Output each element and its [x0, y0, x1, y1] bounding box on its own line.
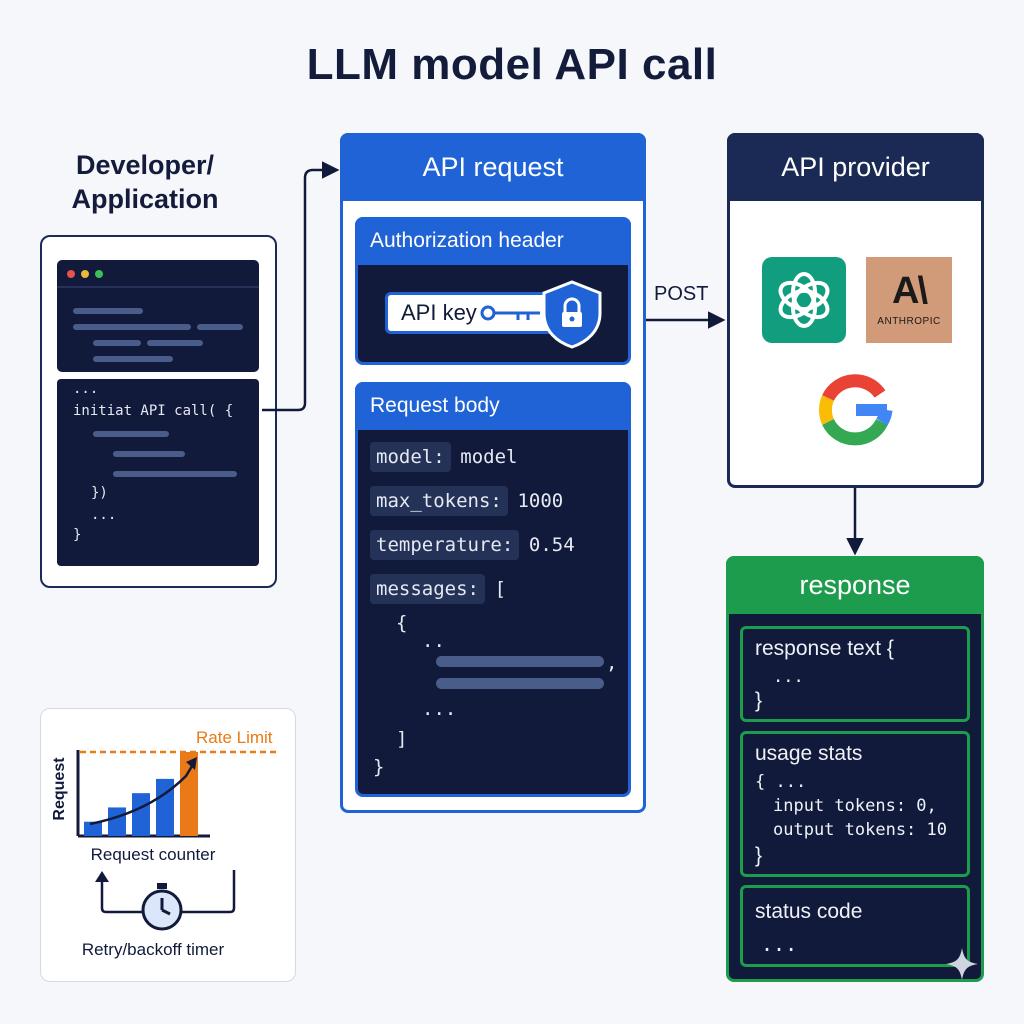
placeholder-line [113, 471, 237, 477]
status-code-dots: ... [761, 932, 798, 956]
response-text-close: } [755, 689, 763, 712]
field-value: [ [494, 578, 507, 600]
key-icon [480, 305, 540, 321]
code-line: ... [91, 507, 117, 523]
loop-line-right [182, 870, 236, 914]
stopwatch-icon [141, 883, 183, 931]
request-bar [156, 778, 174, 836]
body-brace-close: } [373, 756, 385, 778]
placeholder-line [197, 324, 243, 330]
authorization-header-title: Authorization header [355, 217, 631, 265]
anthropic-wordmark: ANTHROPIC [877, 316, 941, 327]
response-text-box: response text { ... } [740, 626, 970, 722]
placeholder-line [93, 356, 173, 362]
trend-arrow [89, 765, 194, 826]
trend-arrow-head [186, 757, 197, 770]
code-line: } [73, 527, 82, 543]
messages-brace-open: { [396, 612, 408, 634]
app-window [57, 260, 259, 372]
app-to-request-arrow [262, 161, 340, 412]
openai-logo-icon [762, 257, 846, 343]
shield-lock-icon [542, 280, 602, 349]
field-temperature: temperature: 0.54 [370, 530, 575, 560]
window-divider [57, 286, 259, 288]
google-logo-icon [819, 374, 893, 446]
field-key: messages: [370, 574, 485, 604]
rate-limit-chart [76, 750, 278, 838]
window-maximize-dot-icon [95, 270, 103, 278]
placeholder-line [73, 308, 143, 314]
input-tokens-line: input tokens: 0, [773, 796, 937, 816]
api-provider-title: API provider [727, 133, 984, 201]
window-close-dot-icon [67, 270, 75, 278]
retry-backoff-timer-label: Retry/backoff timer [81, 940, 225, 959]
status-code-box: status code ... [740, 885, 970, 967]
field-value: 0.54 [528, 534, 575, 556]
anthropic-logo-icon [866, 257, 952, 343]
rate-limit-card [40, 708, 296, 982]
code-line: ... [73, 381, 99, 397]
response-text-title: response text { [755, 637, 894, 660]
messages-dots: .. [422, 630, 445, 652]
loop-line-left [100, 880, 142, 914]
post-method-label: POST [654, 283, 709, 305]
request-bar [84, 821, 102, 836]
window-minimize-dot-icon [81, 270, 89, 278]
loop-arrow-head [95, 871, 109, 882]
messages-bracket-close: ] [396, 728, 408, 750]
field-max-tokens: max_tokens: 1000 [370, 486, 564, 516]
request-bar [180, 752, 198, 836]
field-key: temperature: [370, 530, 520, 560]
request-bar [132, 793, 150, 836]
usage-stats-box: usage stats { ... input tokens: 0, outpu… [740, 731, 970, 877]
message-comma: , [606, 652, 618, 674]
usage-stats-close: } [755, 844, 763, 867]
developer-label-line1: Developer/ [75, 150, 215, 180]
app-code-panel: ... initiat API call( { }) ... } [57, 379, 259, 566]
placeholder-line [93, 431, 169, 437]
request-bar [108, 807, 126, 836]
response-text-dots: ... [773, 667, 804, 687]
response-title: response [726, 556, 984, 614]
message-placeholder-bar [436, 678, 604, 689]
developer-label-line2: Application [71, 184, 219, 214]
field-key: max_tokens: [370, 486, 508, 516]
openai-knot-icon [778, 272, 830, 328]
usage-stats-title: usage stats [755, 742, 863, 765]
placeholder-line [147, 340, 203, 346]
developer-label: Developer/ Application [40, 148, 250, 216]
api-key-label: API key [401, 300, 477, 325]
placeholder-line [73, 324, 191, 330]
messages-dots: ... [422, 698, 457, 720]
retry-loop [95, 870, 236, 931]
status-code-title: status code [755, 900, 863, 923]
request-counter-label: Request counter [90, 845, 216, 864]
field-model: model: model [370, 442, 518, 472]
field-value: model [460, 446, 518, 468]
code-line: }) [91, 485, 108, 501]
field-key: model: [370, 442, 451, 472]
page-title: LLM model API call [306, 40, 718, 89]
field-value: 1000 [517, 490, 564, 512]
anthropic-mark: A\ [892, 270, 928, 312]
placeholder-line [93, 340, 141, 346]
placeholder-line [113, 451, 185, 457]
sparkle-icon [946, 948, 978, 980]
request-axis-label: Request [51, 757, 68, 821]
code-line-api-call: initiat API call( { [73, 403, 234, 419]
message-placeholder-bar [436, 656, 604, 667]
field-messages: messages: [ [370, 574, 507, 604]
api-request-title: API request [340, 133, 646, 201]
output-tokens-line: output tokens: 10 [773, 820, 947, 840]
request-body-title: Request body [355, 382, 631, 430]
usage-stats-open: { ... [755, 772, 807, 792]
rate-limit-label: Rate Limit [196, 728, 273, 747]
